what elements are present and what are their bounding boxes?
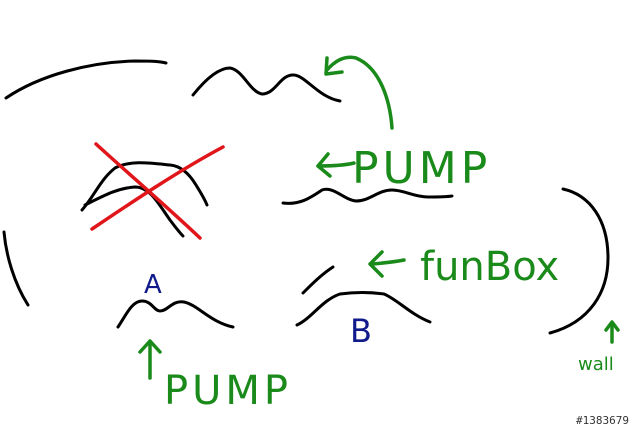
pump-top-arrow-icon [316, 161, 356, 168]
right-wall-arc [548, 187, 610, 335]
curved-arrow-head [324, 56, 344, 76]
wall-arrow-head [604, 320, 620, 332]
pump-bottom-label: PUMP [164, 368, 292, 414]
pump-top-label: PUMP [352, 143, 491, 194]
mound-b [295, 291, 432, 327]
curved-arrow-icon [325, 55, 394, 130]
crossed-mound-inner [83, 185, 185, 238]
right-wave [281, 187, 454, 205]
image-id-label: #1383679 [576, 414, 629, 427]
wall-label: wall [578, 354, 614, 375]
top-wave [191, 66, 342, 103]
funbox-arrow-icon [370, 258, 406, 266]
mound-a [116, 299, 235, 329]
crossed-mound-outer [80, 161, 209, 212]
pump-bottom-arrow-head [138, 339, 162, 354]
left-wall-lower-arc [2, 230, 30, 307]
marker-b-label: B [350, 312, 372, 350]
red-cross-stroke-2 [90, 145, 225, 231]
pump-top-arrow-head [316, 152, 332, 178]
funbox-label: funBox [420, 244, 559, 290]
marker-a-label: A [144, 270, 162, 300]
left-wall-upper-arc [4, 59, 168, 100]
funbox-arrow-head [368, 250, 384, 278]
mound-b-upper-stroke [301, 265, 335, 295]
